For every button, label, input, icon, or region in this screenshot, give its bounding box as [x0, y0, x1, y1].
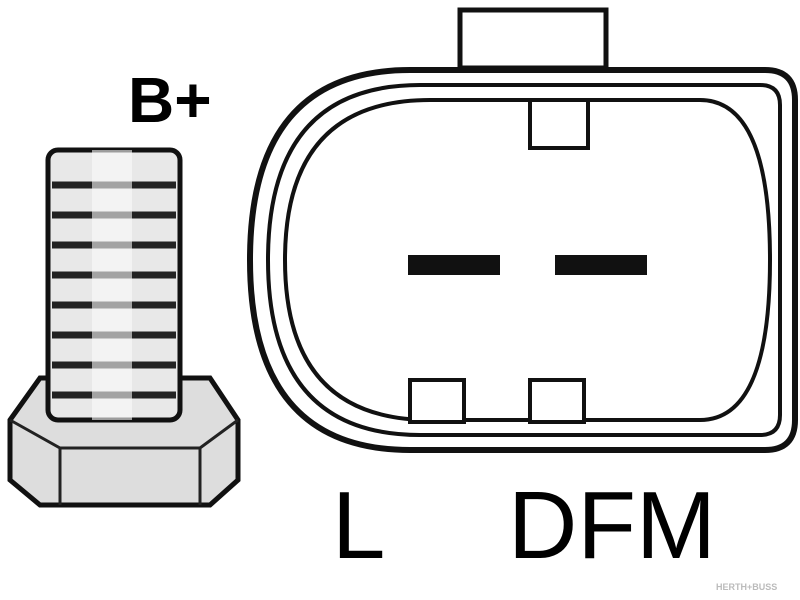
l-terminal-label: L — [332, 472, 386, 579]
b-plus-label: B+ — [128, 64, 212, 136]
plug-housing — [246, 7, 798, 453]
dfm-terminal-label: DFM — [508, 472, 716, 579]
pin-dfm — [555, 255, 647, 275]
bolt-terminal — [7, 147, 241, 508]
watermark: HERTH+BUSS — [716, 582, 778, 592]
pin-l — [408, 255, 500, 275]
